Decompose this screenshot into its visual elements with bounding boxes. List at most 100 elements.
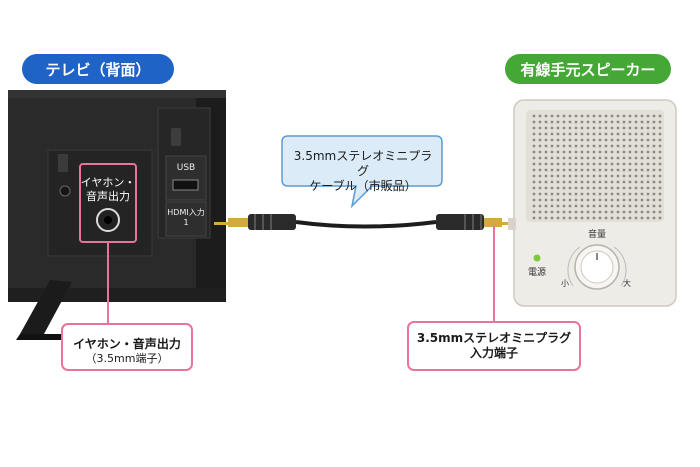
grille-hole xyxy=(628,114,632,118)
grille-hole xyxy=(544,216,548,220)
grille-hole xyxy=(580,132,584,136)
grille-hole xyxy=(568,186,572,190)
grille-hole xyxy=(538,150,542,154)
power-led xyxy=(533,254,541,262)
grille-hole xyxy=(604,198,608,202)
grille-hole xyxy=(622,198,626,202)
grille-hole xyxy=(568,120,572,124)
grille-hole xyxy=(604,126,608,130)
grille-hole xyxy=(592,120,596,124)
tv-callout-text: イヤホン・音声出力 （3.5mm端子） xyxy=(66,337,188,366)
grille-hole xyxy=(634,168,638,172)
grille-hole xyxy=(544,120,548,124)
grille-hole xyxy=(598,114,602,118)
grille-hole xyxy=(658,126,662,130)
grille-hole xyxy=(652,126,656,130)
grille-hole xyxy=(592,210,596,214)
grille-hole xyxy=(538,216,542,220)
grille-hole xyxy=(622,210,626,214)
grille-hole xyxy=(646,186,650,190)
grille-hole xyxy=(544,198,548,202)
grille-hole xyxy=(634,132,638,136)
grille-hole xyxy=(556,156,560,160)
grille-hole xyxy=(592,126,596,130)
grille-hole xyxy=(586,210,590,214)
grille-hole xyxy=(628,150,632,154)
grille-hole xyxy=(646,174,650,178)
grille-hole xyxy=(646,210,650,214)
grille-hole xyxy=(562,144,566,148)
grille-hole xyxy=(580,120,584,124)
grille-hole xyxy=(622,162,626,166)
grille-hole xyxy=(574,210,578,214)
grille-hole xyxy=(562,120,566,124)
grille-hole xyxy=(616,216,620,220)
grille-hole xyxy=(610,114,614,118)
grille-hole xyxy=(550,204,554,208)
grille-hole xyxy=(646,114,650,118)
grille-hole xyxy=(628,192,632,196)
grille-hole xyxy=(574,132,578,136)
grille-hole xyxy=(562,114,566,118)
grille-hole xyxy=(544,114,548,118)
grille-hole xyxy=(616,126,620,130)
grille-hole xyxy=(610,180,614,184)
grille-hole xyxy=(562,126,566,130)
speaker-input-jack xyxy=(508,218,516,230)
grille-hole xyxy=(634,198,638,202)
grille-hole xyxy=(586,114,590,118)
grille-hole xyxy=(562,156,566,160)
grille-hole xyxy=(652,162,656,166)
grille-hole xyxy=(628,174,632,178)
grille-hole xyxy=(598,126,602,130)
grille-hole xyxy=(562,162,566,166)
grille-hole xyxy=(556,192,560,196)
grille-hole xyxy=(652,180,656,184)
grille-hole xyxy=(586,216,590,220)
left-plug-tip xyxy=(214,222,228,225)
grille-hole xyxy=(652,186,656,190)
grille-hole xyxy=(580,162,584,166)
grille-hole xyxy=(646,144,650,148)
grille-hole xyxy=(538,132,542,136)
grille-hole xyxy=(586,138,590,142)
grille-hole xyxy=(616,204,620,208)
grille-hole xyxy=(646,156,650,160)
grille-hole xyxy=(634,126,638,130)
grille-hole xyxy=(574,168,578,172)
grille-hole xyxy=(628,162,632,166)
grille-hole xyxy=(604,150,608,154)
grille-hole xyxy=(622,186,626,190)
grille-hole xyxy=(610,126,614,130)
grille-hole xyxy=(532,144,536,148)
grille-hole xyxy=(586,162,590,166)
grille-hole xyxy=(574,198,578,202)
grille-hole xyxy=(604,204,608,208)
grille-hole xyxy=(604,144,608,148)
grille-hole xyxy=(580,198,584,202)
grille-hole xyxy=(658,132,662,136)
grille-hole xyxy=(640,216,644,220)
grille-hole xyxy=(562,168,566,172)
grille-hole xyxy=(598,168,602,172)
grille-hole xyxy=(598,138,602,142)
grille-hole xyxy=(634,216,638,220)
grille-hole xyxy=(634,156,638,160)
grille-hole xyxy=(550,144,554,148)
grille-hole xyxy=(562,198,566,202)
grille-hole xyxy=(616,162,620,166)
grille-hole xyxy=(652,144,656,148)
grille-hole xyxy=(532,204,536,208)
grille-hole xyxy=(592,174,596,178)
grille-hole xyxy=(532,198,536,202)
grille-hole xyxy=(622,114,626,118)
grille-hole xyxy=(616,210,620,214)
grille-hole xyxy=(652,120,656,124)
grille-hole xyxy=(658,210,662,214)
grille-hole xyxy=(574,156,578,160)
grille-hole xyxy=(658,168,662,172)
tv-jack-label-line1: イヤホン・ xyxy=(80,176,136,189)
grille-hole xyxy=(568,132,572,136)
grille-hole xyxy=(598,144,602,148)
grille-hole xyxy=(652,216,656,220)
